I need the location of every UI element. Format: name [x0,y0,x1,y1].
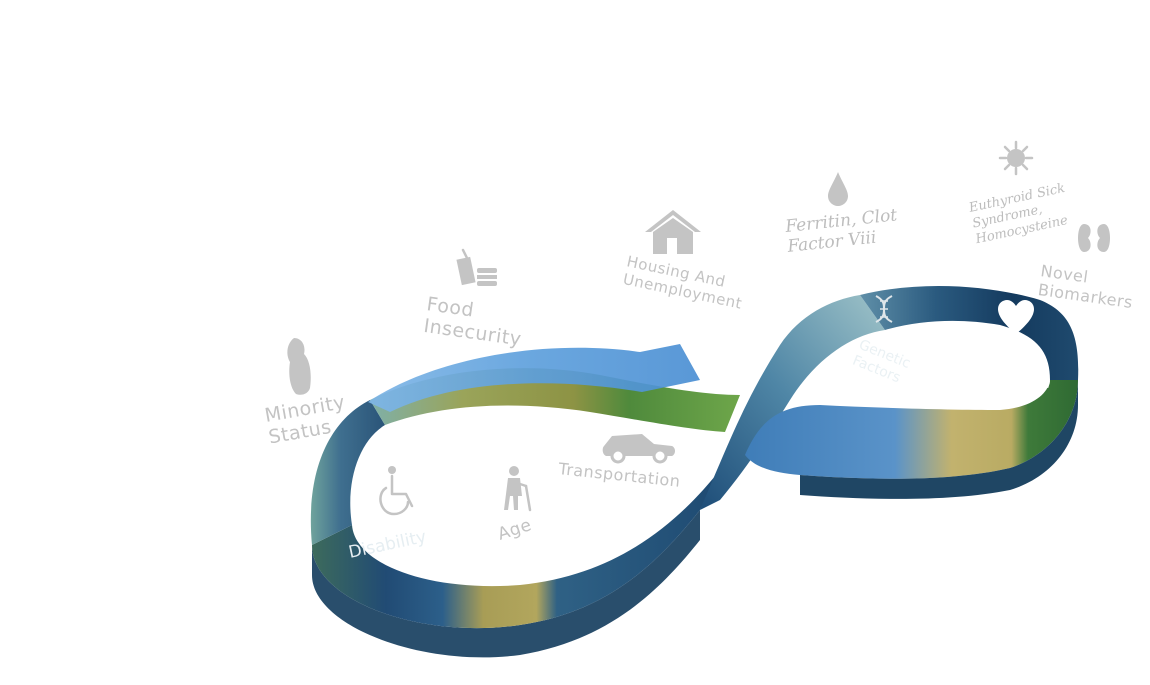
virus-icon [998,140,1034,176]
label-ferritin: Ferritin, Clot Factor Viii [783,205,898,257]
label-disability-text: Disability [347,527,428,563]
label-age: Age [495,515,534,545]
infinity-band [310,285,1079,658]
kidney-icon [1078,224,1110,252]
band-left-bottom [312,470,720,629]
label-novel-biomarkers: Novel Biomarkers [1037,261,1134,312]
heart-icon [998,300,1034,334]
label-genetic-factors: Genetic Factors [850,337,912,386]
wheelchair-icon [379,466,414,516]
label-age-text: Age [495,515,534,545]
elderly-person-icon [504,466,532,512]
band-right-lower [745,380,1078,479]
label-euthyroid: Euthyroid Sick Syndrome, Homocysteine [967,181,1070,248]
label-food-insecurity: Food Insecurity [422,293,523,350]
label-transportation: Transportation [557,459,682,491]
dna-icon [875,295,893,323]
band-left-bottom-wall [312,510,700,658]
blue-arrow [368,344,700,412]
label-disability: Disability [347,527,428,563]
car-icon [602,434,675,464]
label-transportation-text: Transportation [557,459,682,491]
fast-food-icon [456,248,497,286]
band-left-rim [310,400,385,545]
house-icon [645,210,701,254]
band-right-wall [800,380,1078,499]
blood-drop-icon [828,172,848,206]
person-silhouette-icon [287,338,311,395]
label-housing: Housing And Unemployment [621,252,743,312]
